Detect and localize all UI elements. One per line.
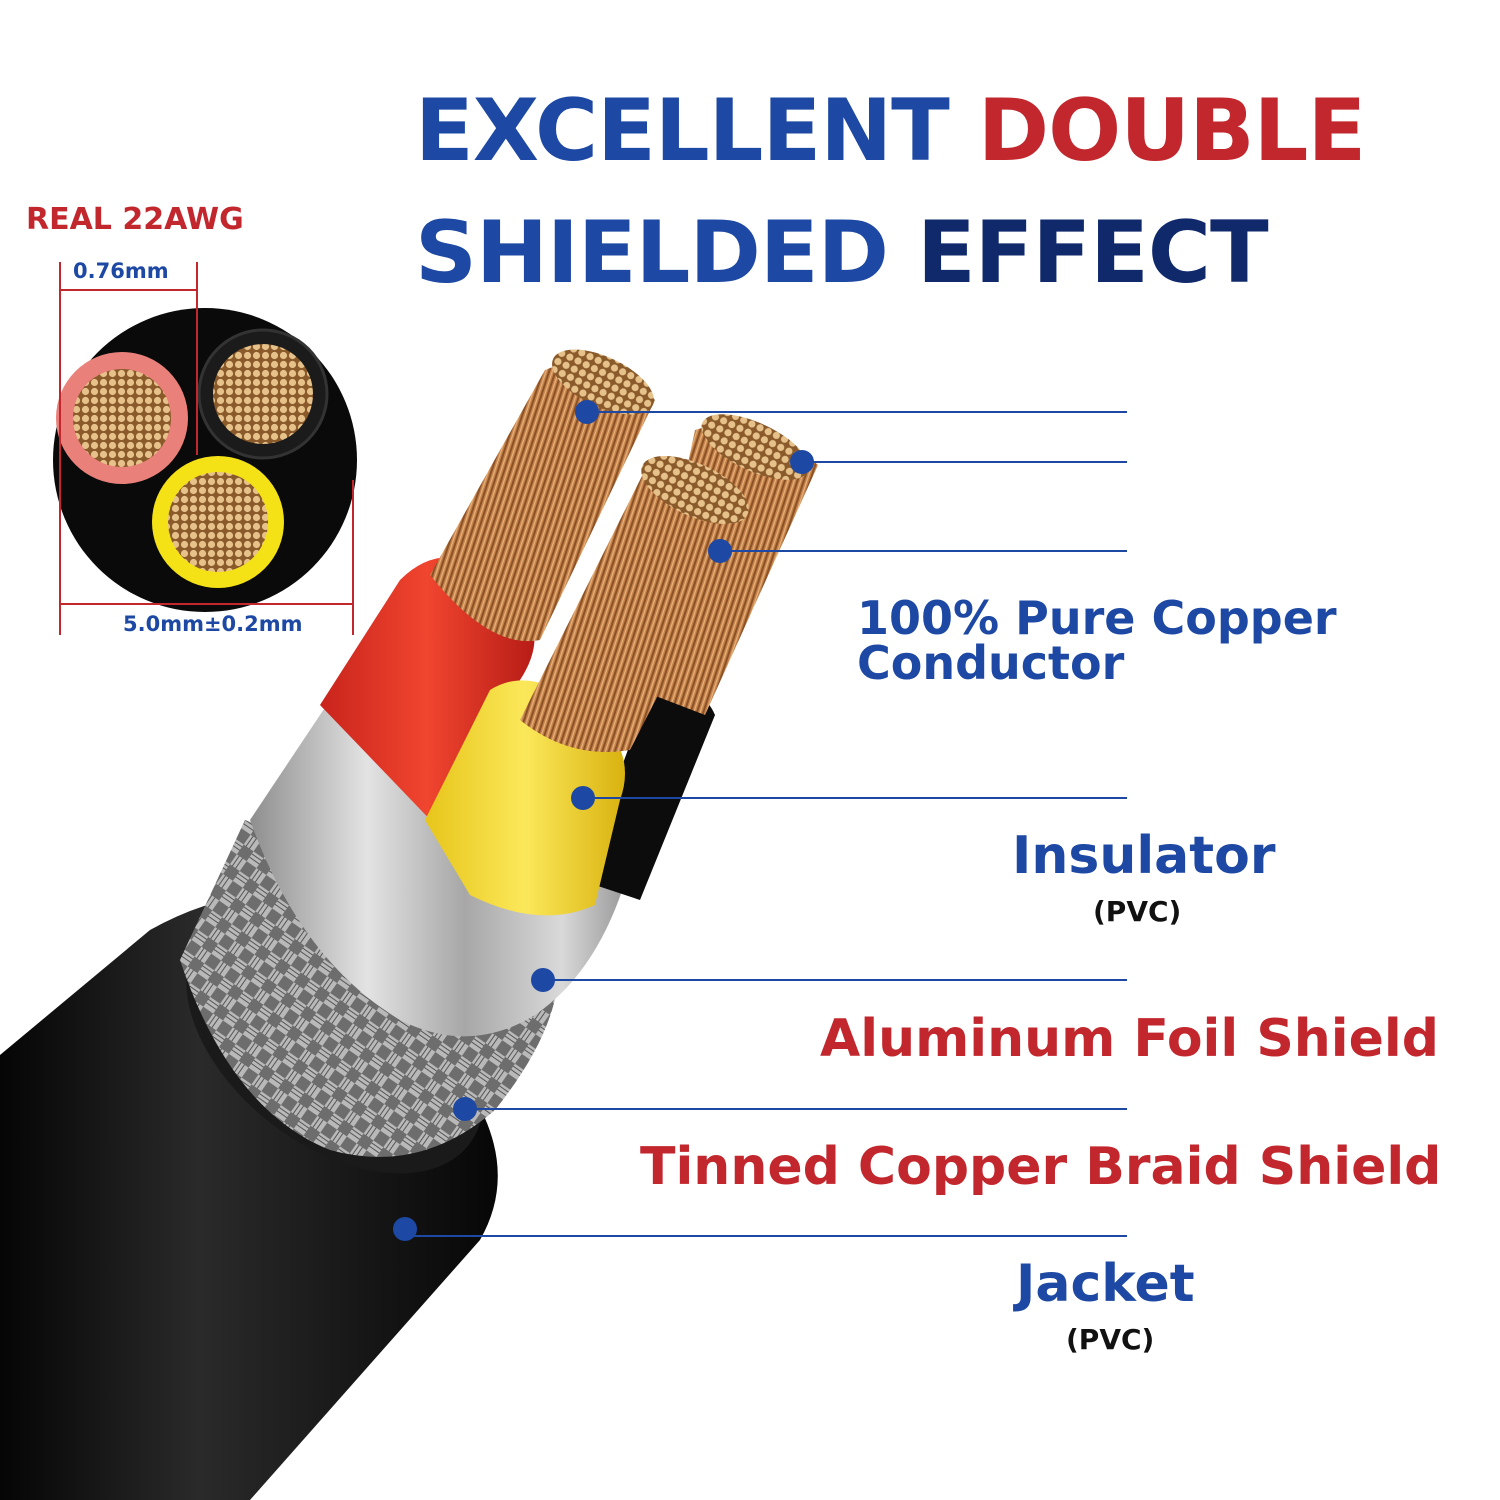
leader-dots <box>393 400 814 1241</box>
jacket-label: Jacket <box>1016 1254 1195 1314</box>
conductor-label-line-1: 100% Pure Copper <box>857 591 1337 645</box>
copper-strands-yellow <box>520 468 750 752</box>
gauge-label: REAL 22AWG <box>26 202 244 237</box>
copper-strands-red-tip <box>552 349 654 415</box>
title-line-1: EXCELLENT DOUBLE <box>415 88 1366 174</box>
leader-dot <box>575 400 599 424</box>
red-core <box>320 557 535 830</box>
title-word-shielded: SHIELDED <box>415 203 889 303</box>
conductor-label-line-2: Conductor <box>857 636 1125 690</box>
conductor-diameter-label: 0.76mm <box>73 259 169 283</box>
black-core <box>580 687 715 900</box>
leader-dot <box>393 1217 417 1241</box>
copper-strands-yellow-tip <box>641 455 749 525</box>
copper-strands-black-tip <box>701 414 809 480</box>
jacket-material: (PVC) <box>1066 1323 1155 1356</box>
leader-dot <box>453 1097 477 1121</box>
title-word-excellent: EXCELLENT <box>415 81 950 181</box>
braid-shield-label: Tinned Copper Braid Shield <box>640 1137 1442 1197</box>
leader-dot <box>571 786 595 810</box>
insulator-label: Insulator <box>1012 826 1276 886</box>
red-core-strands <box>73 369 171 467</box>
leader-lines <box>405 411 1127 1237</box>
title-word-effect: EFFECT <box>916 203 1269 303</box>
title-word-double: DOUBLE <box>977 81 1366 181</box>
leader-dot <box>790 450 814 474</box>
cross-section-diagram <box>53 262 357 635</box>
leader-dot <box>708 539 732 563</box>
cable-cutaway <box>0 349 818 1500</box>
yellow-core-strands <box>168 472 268 572</box>
leader-dot <box>531 968 555 992</box>
copper-strands-red <box>430 362 655 642</box>
black-core-strands <box>213 344 313 444</box>
foil-shield-label: Aluminum Foil Shield <box>820 1009 1439 1069</box>
title-line-2: SHIELDED EFFECT <box>415 210 1269 296</box>
outer-diameter-label: 5.0mm±0.2mm <box>123 612 303 636</box>
insulator-material: (PVC) <box>1093 895 1182 928</box>
